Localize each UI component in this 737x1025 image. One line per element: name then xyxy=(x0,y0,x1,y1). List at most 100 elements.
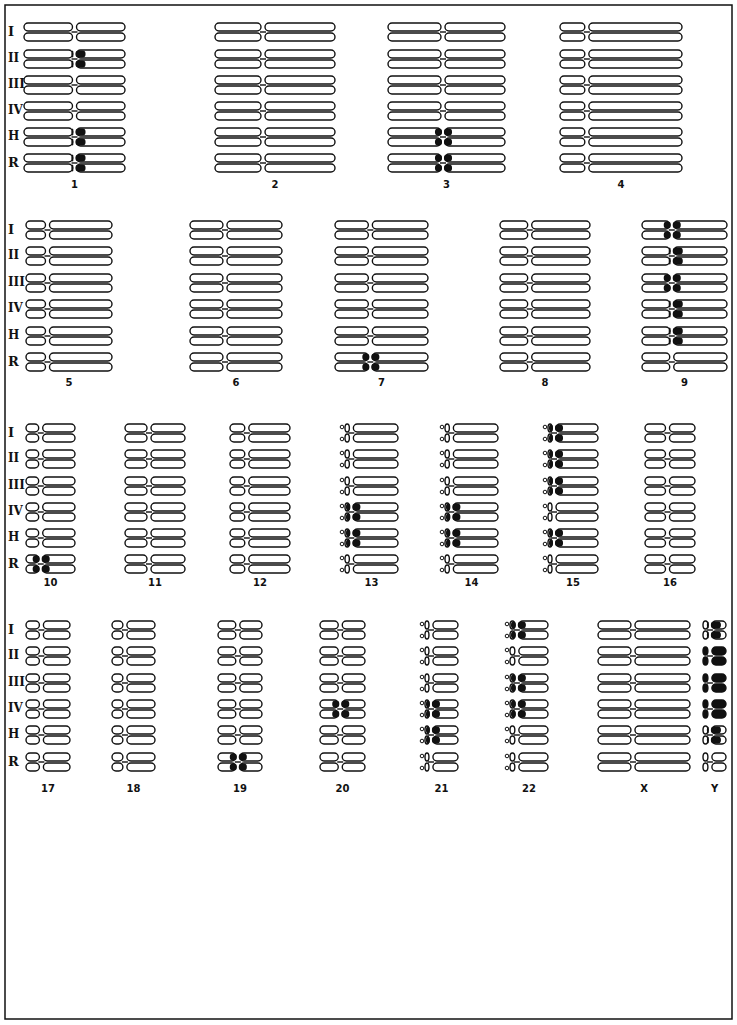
centromere xyxy=(45,308,51,309)
chromosome xyxy=(440,450,498,468)
chromatid-arm xyxy=(127,726,155,734)
chromosome-number: 16 xyxy=(663,578,677,588)
chromatid-arm xyxy=(703,726,708,734)
chromatid-arm xyxy=(50,310,113,318)
chromatid-arm xyxy=(500,231,528,239)
chromatid-arm xyxy=(642,310,670,318)
chromatid-arm xyxy=(589,154,682,162)
heterochromatin-band xyxy=(549,478,553,485)
chromatid-arm xyxy=(43,503,75,511)
border xyxy=(5,5,732,1019)
chromosome-number: 6 xyxy=(233,378,240,388)
chromatid-arm xyxy=(532,257,590,265)
heterochromatin-band xyxy=(673,285,681,292)
row-label: III xyxy=(8,78,25,90)
chromosome xyxy=(190,221,282,239)
chromatid-arm xyxy=(425,684,429,692)
chromatid-arm xyxy=(227,257,282,265)
chromatid-arm xyxy=(125,555,147,563)
chromatid-arm xyxy=(548,460,552,468)
chromosome xyxy=(125,555,185,573)
chromosome xyxy=(560,76,682,94)
chromosome xyxy=(112,674,155,692)
centromere xyxy=(38,734,44,735)
chromatid-arm xyxy=(151,487,185,495)
heterochromatin-band xyxy=(707,622,709,629)
centromere xyxy=(428,734,434,735)
chromosome xyxy=(560,128,682,146)
chromosome-number: Y xyxy=(711,784,718,794)
chromatid-arm xyxy=(635,674,690,682)
chromatid-arm xyxy=(26,753,39,761)
chromatid-arm xyxy=(703,631,708,639)
chromatid-arm xyxy=(112,736,123,744)
satellite xyxy=(420,660,424,664)
chromatid-arm xyxy=(345,460,349,468)
heterochromatin-band xyxy=(230,764,237,771)
centromere xyxy=(244,458,250,459)
chromatid-arm xyxy=(703,753,708,761)
satellite xyxy=(505,675,509,679)
centromere xyxy=(669,361,675,362)
chromatid-arm xyxy=(77,102,126,110)
centromere xyxy=(367,335,373,336)
chromatid-arm xyxy=(26,257,46,265)
chromatid-arm xyxy=(26,450,39,458)
chromosome xyxy=(26,477,75,495)
centromere xyxy=(122,761,128,762)
chromatid-arm xyxy=(670,555,696,563)
chromatid-arm xyxy=(425,736,429,744)
chromatid-arm xyxy=(230,424,245,432)
centromere xyxy=(367,229,373,230)
satellite xyxy=(505,766,509,770)
chromatid-arm xyxy=(712,674,726,682)
centromere xyxy=(448,511,454,512)
satellite xyxy=(543,451,547,455)
centromere xyxy=(527,361,533,362)
centromere xyxy=(669,308,675,309)
chromatid-arm xyxy=(320,674,338,682)
centromere xyxy=(38,761,44,762)
heterochromatin-band xyxy=(230,754,237,761)
chromatid-arm xyxy=(519,674,548,682)
chromosome xyxy=(335,247,428,265)
heterochromatin-band xyxy=(352,540,360,547)
row-label: H xyxy=(8,130,19,142)
chromatid-arm xyxy=(388,164,441,172)
centromere xyxy=(72,31,78,32)
chromosome xyxy=(340,424,398,442)
satellite xyxy=(505,660,509,664)
heterochromatin-band xyxy=(444,155,452,162)
chromatid-arm xyxy=(335,221,368,229)
chromatid-arm xyxy=(674,221,727,229)
heterochromatin-band xyxy=(76,51,86,58)
satellite xyxy=(340,451,344,455)
centromere xyxy=(367,282,373,283)
chromosome xyxy=(320,753,365,771)
heterochromatin-band xyxy=(452,540,460,547)
centromere xyxy=(38,511,44,512)
centromere xyxy=(244,537,250,538)
heterochromatin-band xyxy=(555,451,563,458)
heterochromatin-band xyxy=(673,258,683,265)
chromatid-arm xyxy=(240,621,262,629)
chromatid-arm xyxy=(190,327,223,335)
chromatid-arm xyxy=(265,164,335,172)
chromatid-arm xyxy=(125,450,147,458)
heterochromatin-band xyxy=(239,764,247,771)
chromatid-arm xyxy=(712,700,726,708)
chromatid-arm xyxy=(674,274,727,282)
chromatid-arm xyxy=(265,102,335,110)
centromere xyxy=(72,84,78,85)
chromatid-arm xyxy=(112,631,123,639)
satellite xyxy=(340,463,344,467)
chromosome xyxy=(215,154,335,172)
chromatid-arm xyxy=(112,647,123,655)
chromatid-arm xyxy=(433,763,458,771)
chromatid-arm xyxy=(127,631,155,639)
centromere xyxy=(630,761,636,762)
centromere xyxy=(235,761,241,762)
chromatid-arm xyxy=(598,763,631,771)
chromatid-arm xyxy=(26,363,46,371)
heterochromatin-band xyxy=(332,711,339,718)
